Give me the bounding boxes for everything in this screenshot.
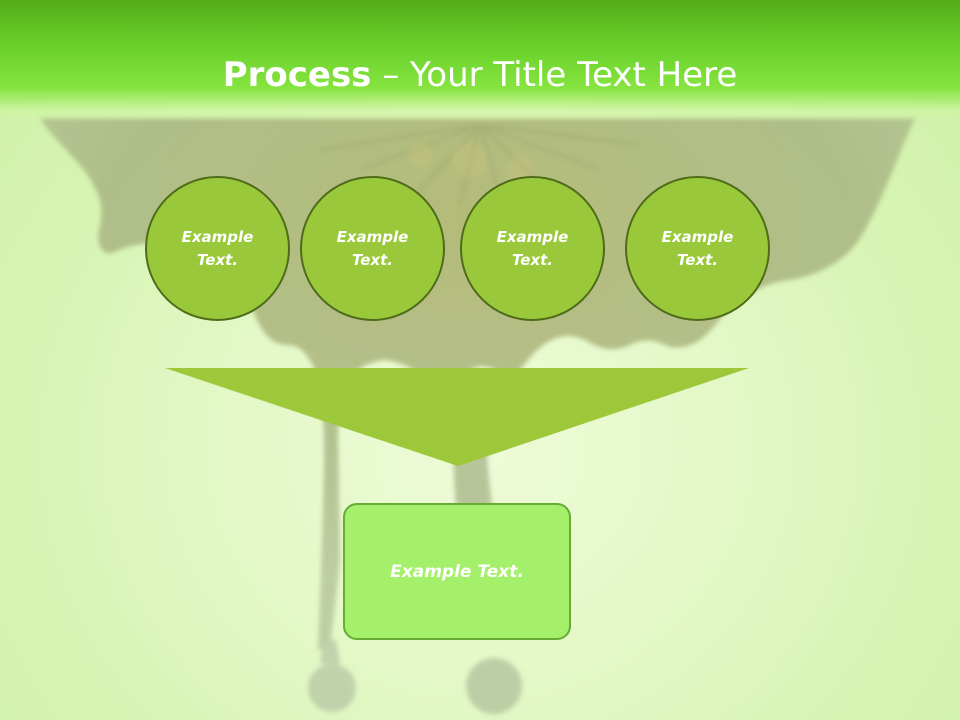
process-circle-2-text: Example Text. xyxy=(336,227,409,269)
slide-title: Process – Your Title Text Here xyxy=(0,52,960,98)
process-circle-4-text: Example Text. xyxy=(661,227,734,269)
process-circle-2: Example Text. xyxy=(300,176,445,321)
title-bold: Process xyxy=(222,55,372,95)
result-box-text: Example Text. xyxy=(390,561,524,582)
process-circle-4: Example Text. xyxy=(625,176,770,321)
process-circle-1: Example Text. xyxy=(145,176,290,321)
funnel-arrow xyxy=(165,368,749,466)
process-circle-1-text: Example Text. xyxy=(181,227,254,269)
title-rest: – Your Title Text Here xyxy=(371,55,738,95)
process-circle-3: Example Text. xyxy=(460,176,605,321)
result-box: Example Text. xyxy=(343,503,571,640)
process-circle-3-text: Example Text. xyxy=(496,227,569,269)
header-band xyxy=(0,0,960,122)
